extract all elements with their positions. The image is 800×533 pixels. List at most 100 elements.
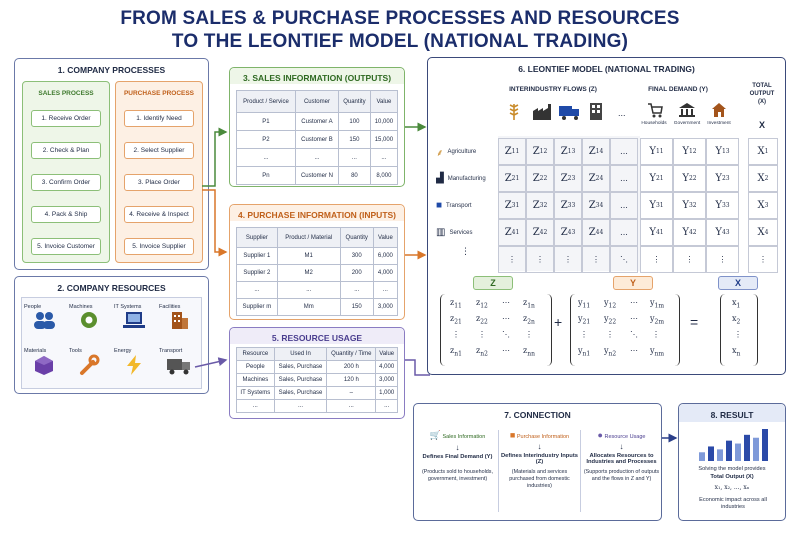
bar	[735, 443, 741, 461]
resource-icon: ●	[597, 430, 603, 440]
interindustry-title: INTERINDUSTRY FLOWS (Z)	[509, 86, 597, 93]
resource-facilities: Facilities	[157, 304, 201, 335]
leontief-model-panel: 6. LEONTIEF MODEL (NATIONAL TRADING) INT…	[427, 57, 786, 375]
gear-icon	[81, 312, 97, 328]
row-agriculture: ⸙Agriculture	[436, 138, 476, 165]
resource-machines: Machines	[67, 304, 111, 335]
total-output-title: TOTAL OUTPUT (X)	[749, 83, 775, 105]
x-vector	[720, 294, 758, 366]
sales-step: 3. Confirm Order	[31, 174, 101, 191]
bar	[753, 437, 759, 461]
row-transport: ■Transport	[436, 200, 472, 211]
resource-it-systems: IT Systems	[112, 304, 156, 335]
resources-grid: People Machines IT Systems Facilities Ma…	[21, 297, 202, 389]
resource-energy: Energy	[112, 348, 156, 381]
panel-title: 3. SALES INFORMATION (OUTPUTS)	[242, 73, 392, 83]
panel-title: 2. COMPANY RESOURCES	[57, 283, 166, 293]
result-panel: 8. RESULT Solving the model provides Tot…	[678, 403, 786, 521]
connection-panel: 7. CONNECTION 🛒 Sales Information ↓ Defi…	[413, 403, 662, 521]
row-manufacturing: ▟Manufacturing	[436, 173, 486, 184]
building-icon	[590, 103, 602, 120]
cart-icon: 🛒	[429, 430, 441, 440]
panel-title: 8. RESULT	[710, 410, 754, 420]
resource-transport: Transport	[157, 348, 201, 381]
panel-title: 7. CONNECTION	[504, 410, 571, 420]
sales-process-column: SALES PROCESS 1. Receive Order 2. Check …	[22, 81, 110, 263]
y-matrix	[570, 294, 680, 366]
z-tag: Z	[473, 276, 513, 290]
government-icon	[679, 103, 695, 117]
resource-people: People	[22, 304, 66, 335]
table-row: ............	[236, 281, 399, 299]
z-matrix-grid	[498, 136, 640, 271]
truck-icon	[559, 106, 579, 120]
panel-title: 4. PURCHASE INFORMATION (INPUTS)	[237, 210, 397, 220]
bar	[708, 446, 714, 461]
purchase-process-title: PURCHASE PROCESS	[123, 90, 195, 97]
building-icon	[172, 312, 188, 329]
truck-icon: ■	[436, 200, 443, 211]
wheat-icon: ⸙	[436, 147, 444, 159]
equals-sign: =	[690, 314, 699, 330]
resource-materials: Materials	[22, 348, 66, 381]
sales-step: 1. Receive Order	[31, 110, 101, 127]
building-icon: ▥	[436, 227, 446, 238]
title-line-2: TO THE LEONTIEF MODEL (NATIONAL TRADING)	[171, 31, 629, 52]
bar	[699, 452, 705, 461]
purchase-step: 2. Select Supplier	[124, 142, 194, 159]
table-row: ............	[236, 399, 398, 413]
laptop-icon	[123, 312, 145, 328]
wrench-icon	[80, 354, 100, 375]
house-icon	[712, 103, 726, 117]
bar	[726, 440, 732, 461]
table-row: ............	[236, 148, 399, 167]
panel-title: 6. LEONTIEF MODEL (NATIONAL TRADING)	[518, 64, 695, 74]
box-icon	[35, 356, 53, 375]
final-demand-title: FINAL DEMAND (Y)	[648, 86, 708, 93]
column-header: Customer	[294, 90, 340, 113]
factory-icon	[533, 104, 551, 120]
panel-title: 5. RESOURCE USAGE	[271, 333, 363, 343]
y-tag: Y	[613, 276, 653, 290]
resource-tools: Tools	[67, 348, 111, 381]
connection-purchase: ■ Purchase Information ↓ Defines Interin…	[501, 430, 578, 489]
bar	[762, 429, 768, 461]
sales-step: 5. Invoice Customer	[31, 238, 101, 255]
result-bar-chart	[699, 429, 768, 461]
x-tag: X	[718, 276, 758, 290]
wheat-icon	[509, 104, 519, 120]
row-services: ▥Services	[436, 227, 473, 238]
sales-step: 4. Pack & Ship	[31, 206, 101, 223]
sales-step: 2. Check & Plan	[31, 142, 101, 159]
cart-icon	[648, 103, 663, 118]
title-line-1: FROM SALES & PURCHASE PROCESSES AND RESO…	[120, 8, 680, 29]
purchase-process-column: PURCHASE PROCESS 1. Identify Need 2. Sel…	[115, 81, 203, 263]
lightning-icon	[127, 355, 141, 375]
sales-process-title: SALES PROCESS	[38, 90, 94, 97]
panel-title: 1. COMPANY PROCESSES	[57, 65, 166, 75]
column-header: Value	[369, 90, 399, 113]
bar	[744, 434, 750, 461]
truck-icon: ■	[509, 430, 516, 440]
purchase-information-panel: 4. PURCHASE INFORMATION (INPUTS) Supplie…	[229, 204, 405, 320]
company-resources-panel: 2. COMPANY RESOURCES People Machines IT …	[14, 276, 209, 394]
sales-information-panel: 3. SALES INFORMATION (OUTPUTS) Product /…	[229, 67, 405, 187]
connection-resource: ● Resource Usage ↓ Allocates Resources t…	[583, 430, 660, 482]
z-matrix	[440, 294, 552, 366]
connection-sales: 🛒 Sales Information ↓ Defines Final Dema…	[421, 430, 494, 482]
purchase-step: 4. Receive & Inspect	[124, 206, 194, 223]
factory-icon: ▟	[436, 173, 444, 184]
purchase-step: 5. Invoice Supplier	[124, 238, 194, 255]
truck-icon	[167, 359, 190, 375]
plus-sign: +	[554, 314, 563, 330]
